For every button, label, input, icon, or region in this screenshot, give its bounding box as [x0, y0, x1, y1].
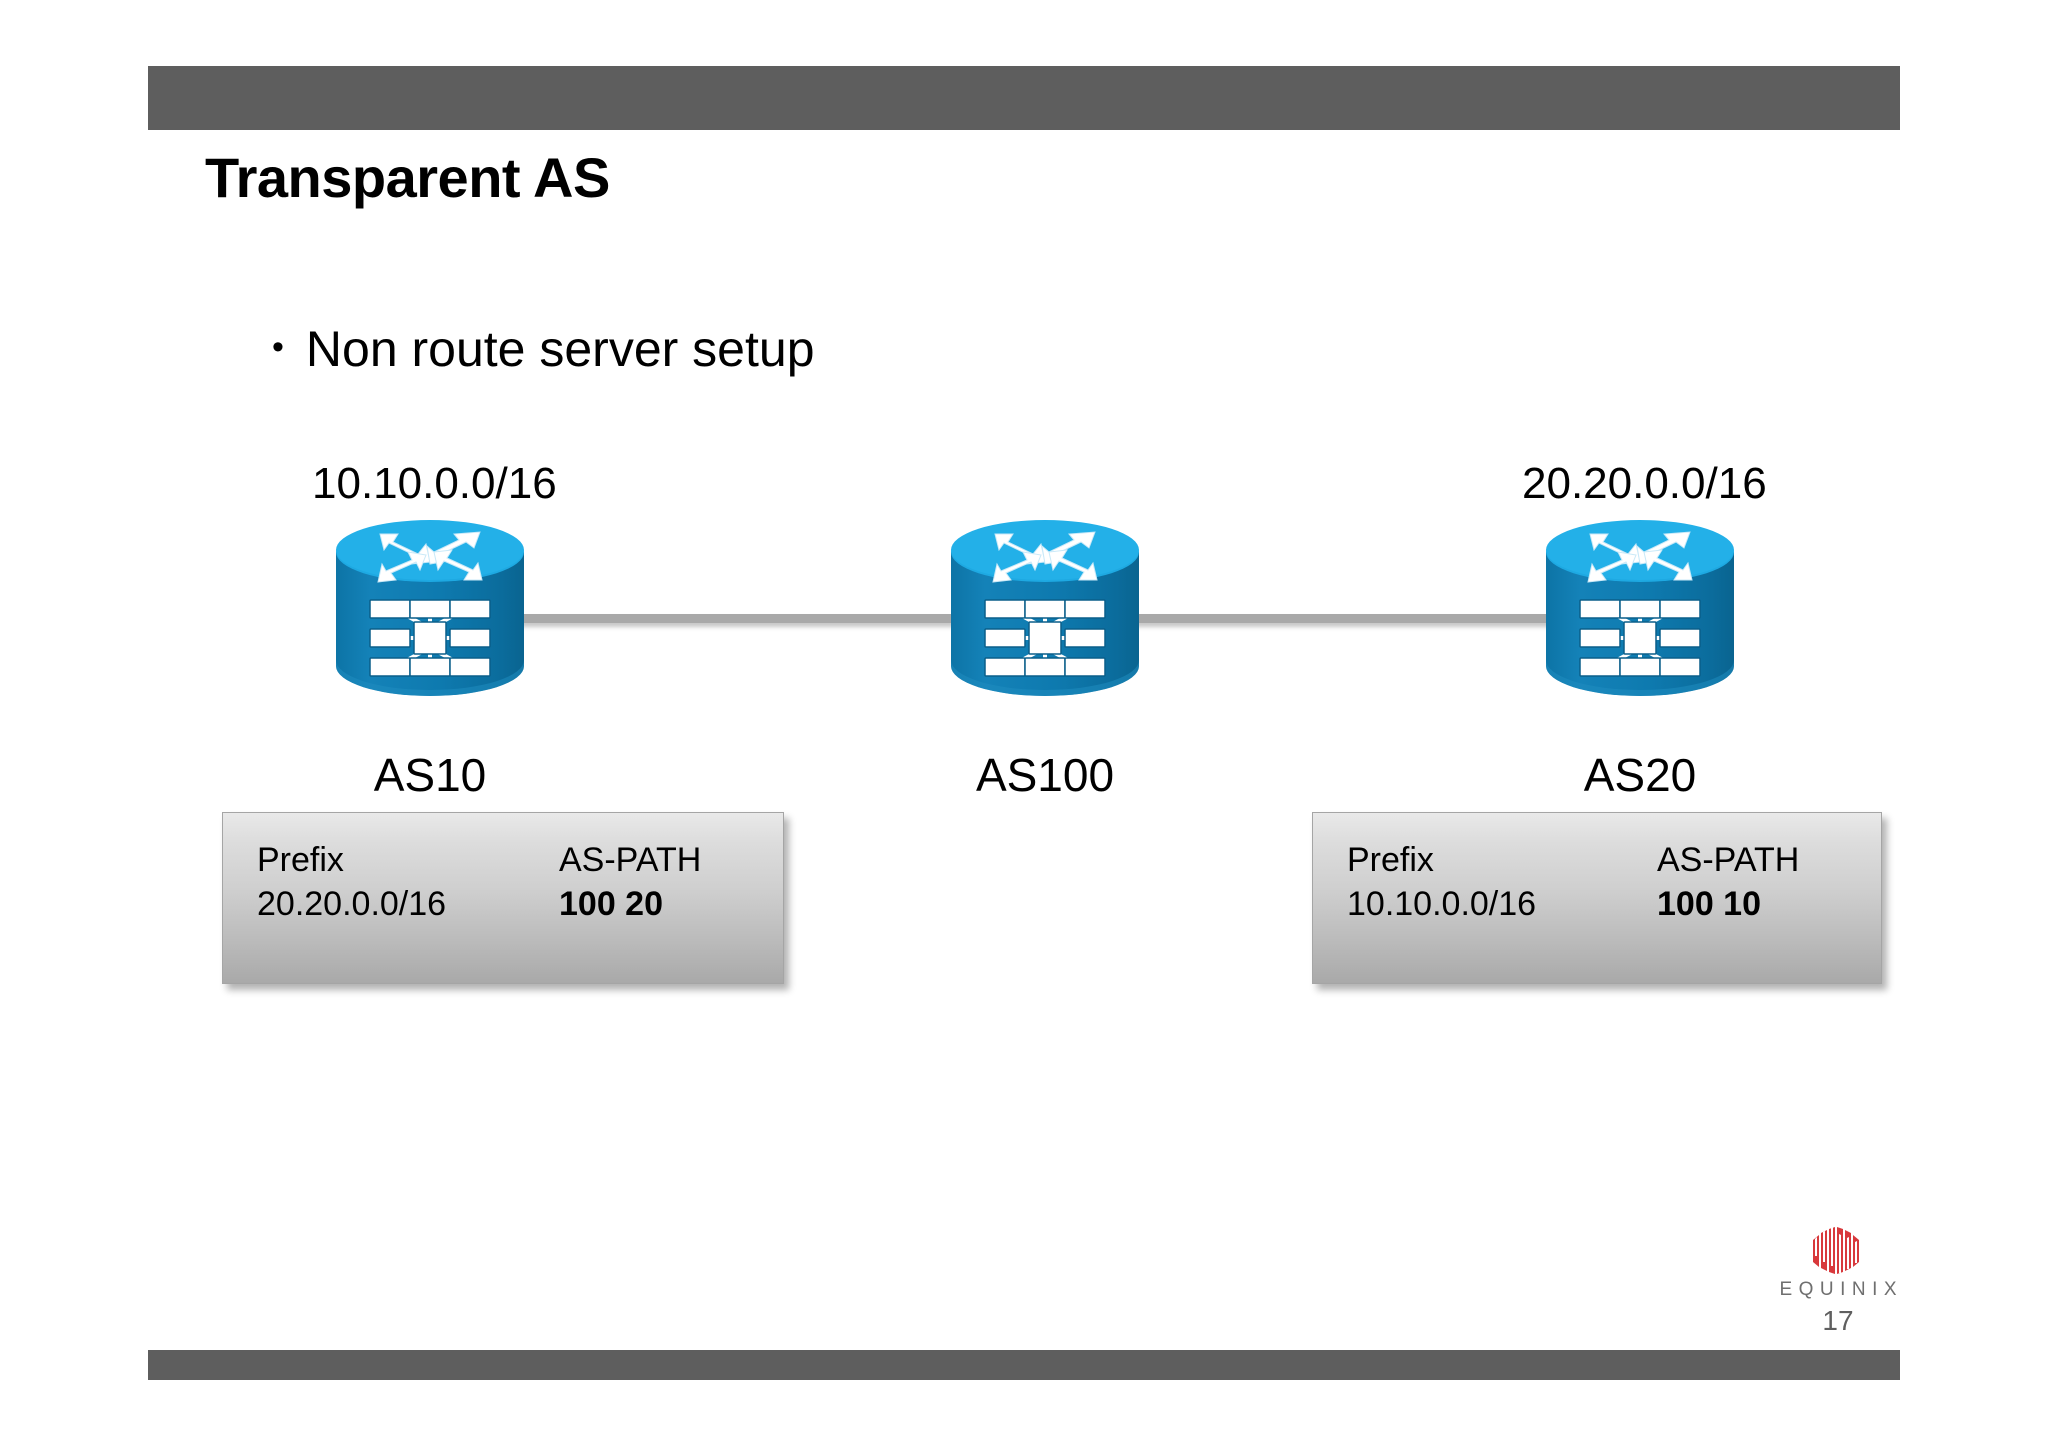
cell-as-path: 100 20 — [559, 884, 663, 923]
column-header-prefix: Prefix — [257, 841, 344, 879]
route-table-right: Prefix AS-PATH 10.10.0.0/16 100 10 — [1312, 812, 1882, 984]
router-icon — [336, 520, 524, 696]
router-node-as20[interactable] — [1540, 508, 1740, 713]
column-header-prefix: Prefix — [1347, 841, 1434, 879]
cell-prefix: 10.10.0.0/16 — [1347, 884, 1537, 923]
as-label-as20: AS20 — [1583, 749, 1697, 801]
table-row: 10.10.0.0/16 100 10 — [1347, 883, 1847, 927]
route-table-left: Prefix AS-PATH 20.20.0.0/16 100 20 — [222, 812, 784, 984]
table-header-row: Prefix AS-PATH — [257, 839, 749, 883]
table-header-row: Prefix AS-PATH — [1347, 839, 1847, 883]
column-header-as-path: AS-PATH — [559, 841, 702, 879]
table-row: 20.20.0.0/16 100 20 — [257, 883, 749, 927]
cell-prefix: 20.20.0.0/16 — [257, 884, 447, 923]
prefix-label-as20: 20.20.0.0/16 — [1522, 459, 1767, 508]
header-rule-bar — [148, 66, 1900, 130]
router-node-as100[interactable] — [945, 508, 1145, 713]
as-label-as10: AS10 — [373, 749, 487, 801]
footer-rule-bar — [148, 1350, 1900, 1380]
router-icon — [1546, 520, 1734, 696]
bullet-text: Non route server setup — [305, 321, 815, 377]
brand-footer: EQUINIX 17 — [1748, 1222, 1928, 1335]
link-as100-as20 — [1135, 614, 1560, 623]
as-label-as100: AS100 — [975, 749, 1115, 801]
prefix-label-as10: 10.10.0.0/16 — [312, 459, 557, 508]
router-node-as10[interactable] — [330, 508, 530, 713]
column-header-as-path: AS-PATH — [1657, 841, 1800, 879]
page-number: 17 — [1822, 1305, 1854, 1336]
bullet-list-item: • Non route server setup — [272, 322, 815, 377]
bullet-marker-icon: • — [272, 328, 284, 366]
brand-wordmark: EQUINIX — [1779, 1279, 1904, 1300]
page-title: Transparent AS — [205, 146, 610, 209]
cell-as-path: 100 10 — [1657, 884, 1761, 923]
equinix-logo-icon — [1813, 1227, 1859, 1274]
link-as10-as100 — [520, 614, 970, 623]
router-icon — [951, 520, 1139, 696]
